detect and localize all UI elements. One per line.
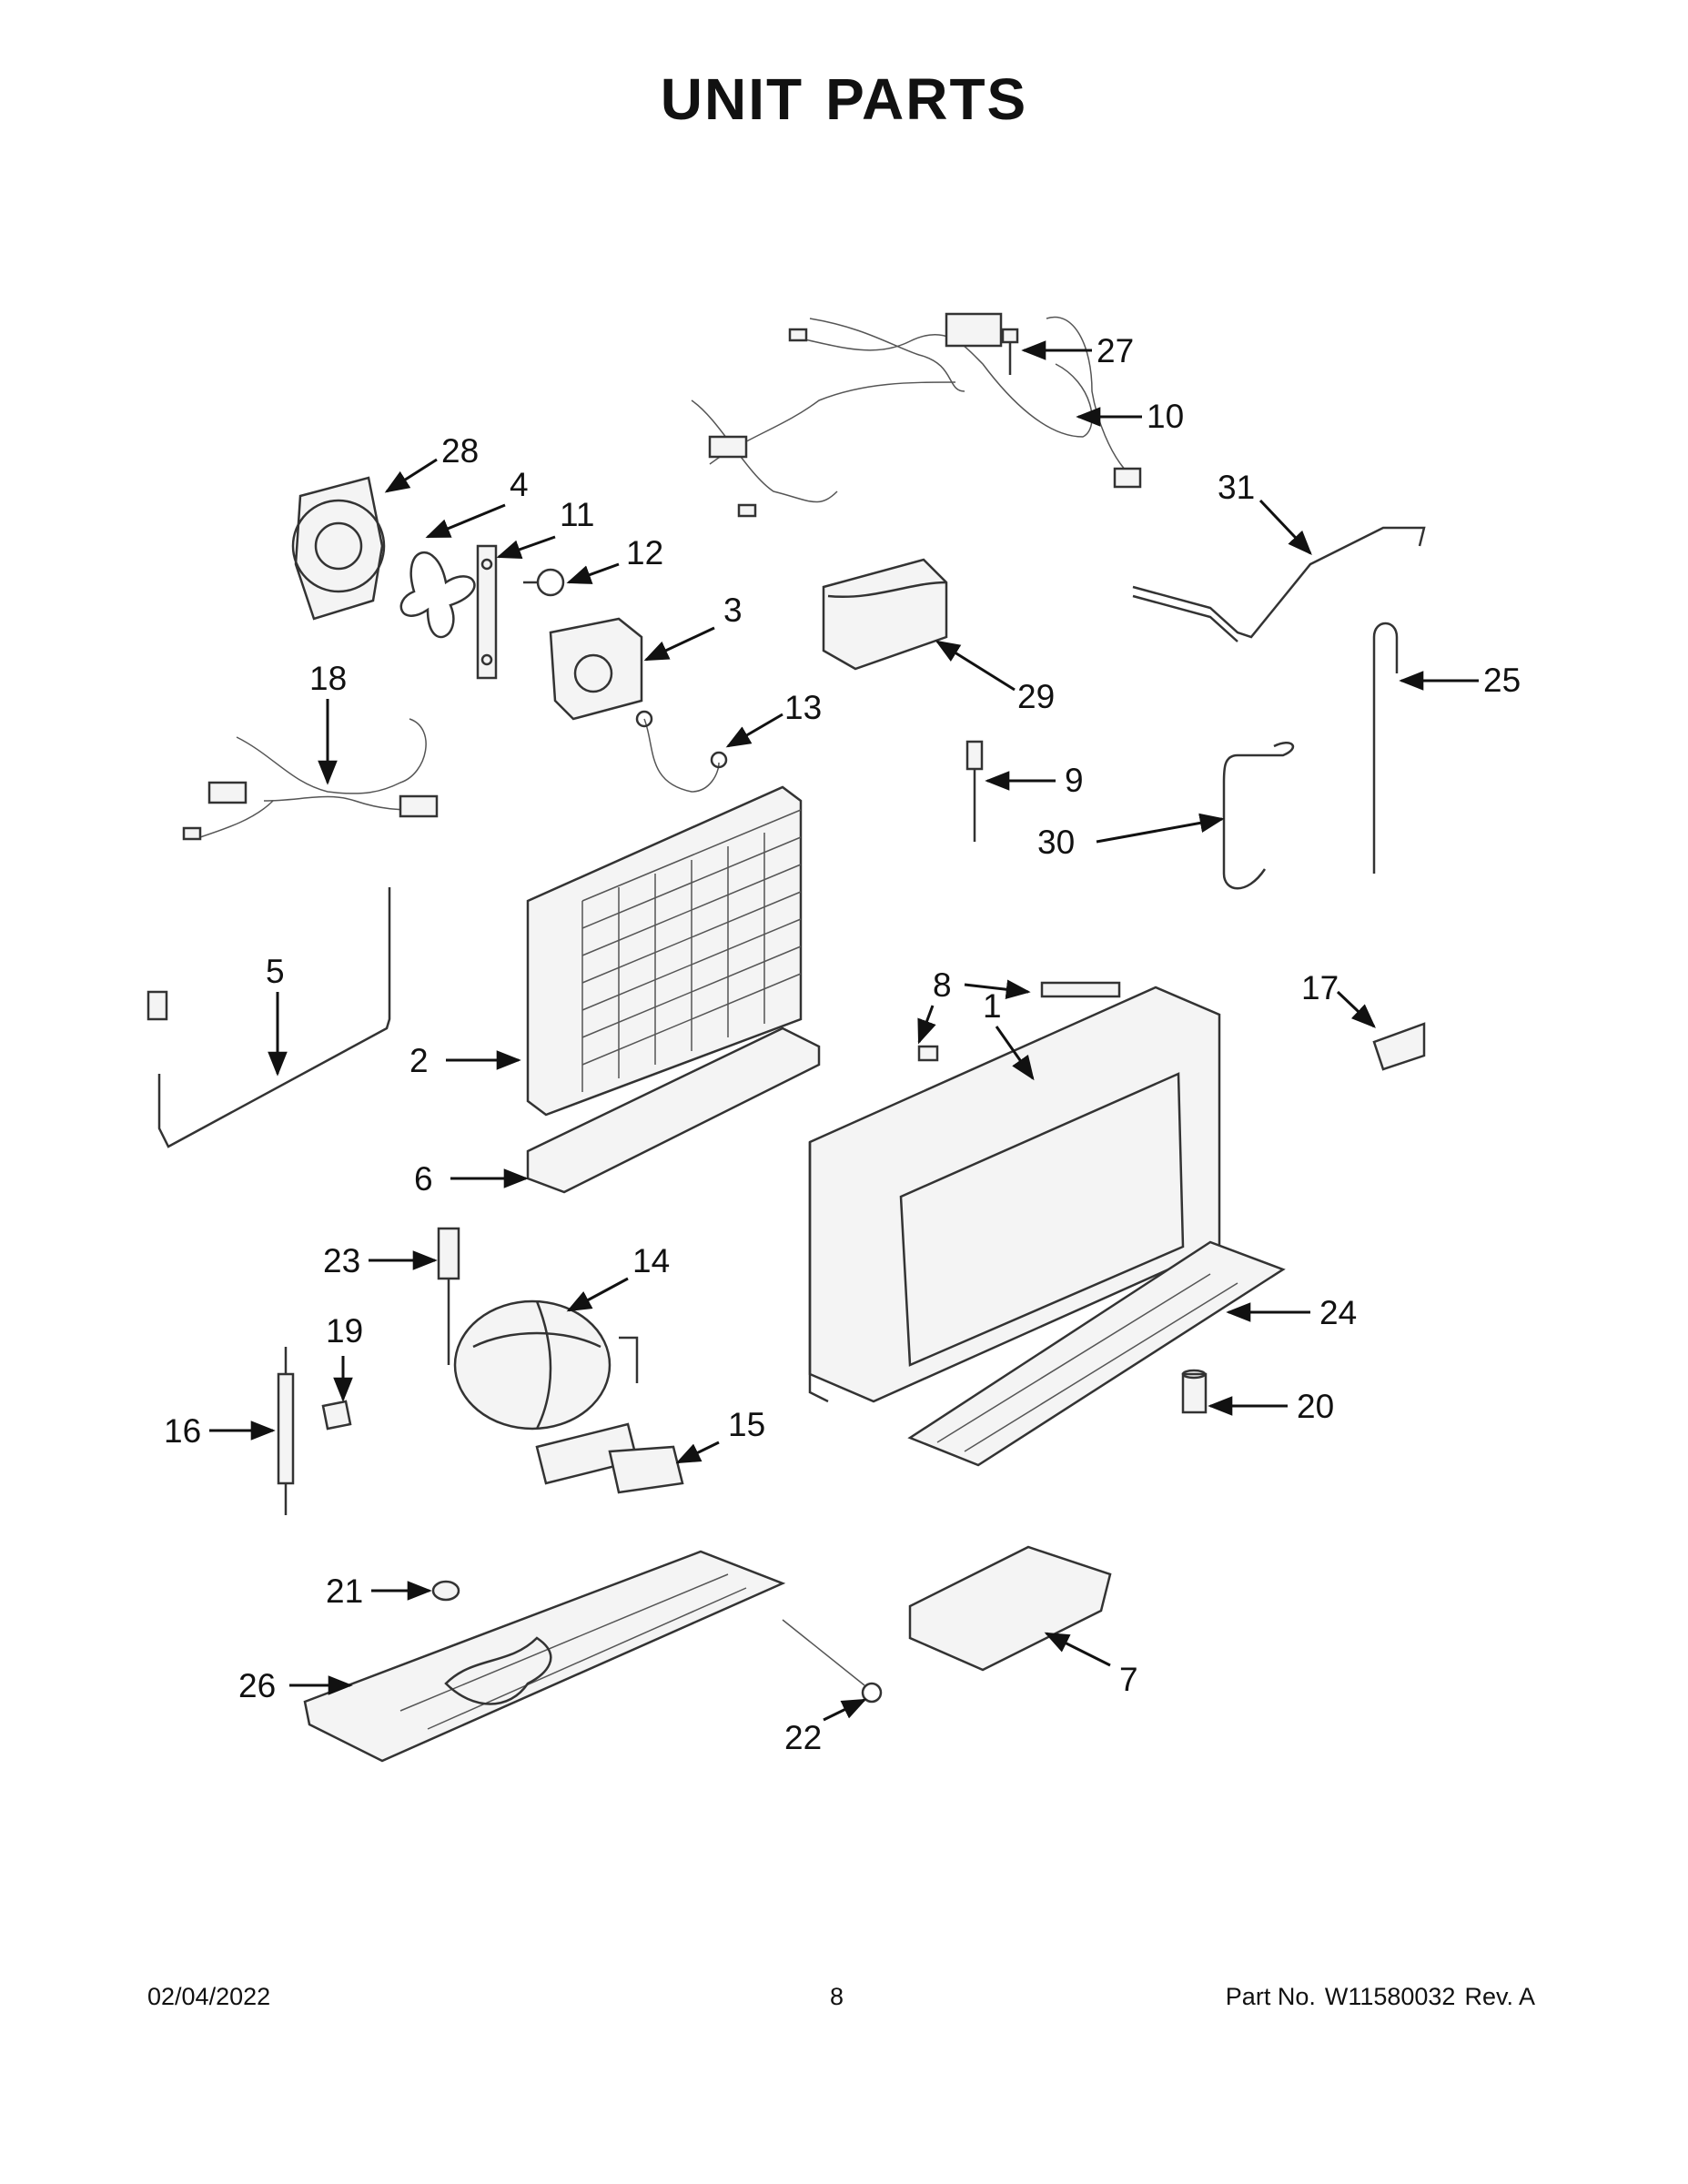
callout-25: 25 (1483, 662, 1521, 699)
thermistor (965, 740, 984, 842)
callout-labels: 27 10 28 4 11 12 3 13 18 29 31 25 9 30 5… (164, 332, 1521, 1756)
callout-16: 16 (164, 1412, 201, 1450)
fan-motor (549, 617, 643, 721)
callout-26: 26 (238, 1667, 276, 1704)
callout-30: 30 (1037, 824, 1075, 861)
callout-27: 27 (1097, 332, 1134, 369)
callout-22: 22 (784, 1719, 822, 1756)
tube-30 (1222, 741, 1295, 890)
callout-4: 4 (510, 466, 529, 503)
part-number: W11580032 (1324, 1983, 1456, 2010)
callout-21: 21 (326, 1572, 363, 1610)
callout-7: 7 (1119, 1661, 1138, 1698)
callout-28: 28 (441, 432, 479, 470)
connector-23 (437, 1227, 460, 1365)
footer-date: 02/04/2022 (147, 1983, 271, 2010)
grommet (523, 568, 565, 597)
callout-18: 18 (309, 660, 347, 697)
callout-12: 12 (626, 534, 663, 571)
callout-14: 14 (632, 1242, 670, 1279)
callout-11: 11 (560, 496, 594, 533)
callout-19: 19 (326, 1312, 363, 1350)
clip-19 (321, 1400, 352, 1431)
callout-10: 10 (1147, 398, 1184, 435)
wire-harness-left (182, 718, 439, 841)
motor-harness (635, 710, 728, 793)
callout-6: 6 (414, 1160, 433, 1198)
callout-20: 20 (1297, 1388, 1334, 1425)
callout-9: 9 (1065, 762, 1084, 799)
relay (608, 1445, 684, 1494)
part-label: Part No. (1225, 1983, 1316, 2010)
callout-23: 23 (323, 1242, 360, 1279)
fan-bracket (476, 544, 498, 680)
evaporator (526, 785, 803, 1117)
foam-strips (917, 981, 1121, 1062)
revision: Rev. A (1464, 1983, 1535, 2010)
callout-2: 2 (409, 1042, 429, 1079)
footer-page-number: 8 (830, 1983, 844, 2010)
callout-15: 15 (728, 1406, 765, 1443)
tube-5 (147, 887, 391, 1148)
air-duct (822, 558, 948, 671)
callout-17: 17 (1301, 969, 1339, 1006)
filter-drier (277, 1347, 295, 1515)
page-title: UNIT PARTS (0, 66, 1688, 133)
grommet-21 (431, 1580, 460, 1602)
tube-25 (1372, 622, 1399, 874)
base-pan (907, 1240, 1286, 1467)
callout-5: 5 (266, 953, 285, 990)
callout-1: 1 (983, 987, 1002, 1025)
screw-27 (1001, 328, 1019, 375)
callout-31: 31 (1218, 469, 1255, 506)
fan-blade (399, 551, 476, 639)
title-word-2: PARTS (825, 66, 1028, 132)
wire-harness-upper (691, 312, 1142, 518)
tube-31 (1132, 526, 1426, 642)
screw-22 (782, 1619, 883, 1704)
compressor (453, 1299, 639, 1485)
callout-3: 3 (723, 592, 743, 629)
fan-shroud (291, 476, 386, 621)
cover-17 (1372, 1022, 1426, 1071)
bracket-tray (908, 1545, 1112, 1672)
base-plate (303, 1550, 786, 1763)
callout-13: 13 (784, 689, 822, 726)
cylinder-20 (1181, 1369, 1208, 1414)
title-word-1: UNIT (660, 66, 804, 132)
footer-part-number: Part No. W11580032 Rev. A (1226, 1983, 1535, 2011)
leader-lines (209, 340, 1479, 1722)
callout-8: 8 (933, 966, 952, 1004)
callout-29: 29 (1017, 678, 1055, 715)
callout-24: 24 (1319, 1294, 1357, 1331)
